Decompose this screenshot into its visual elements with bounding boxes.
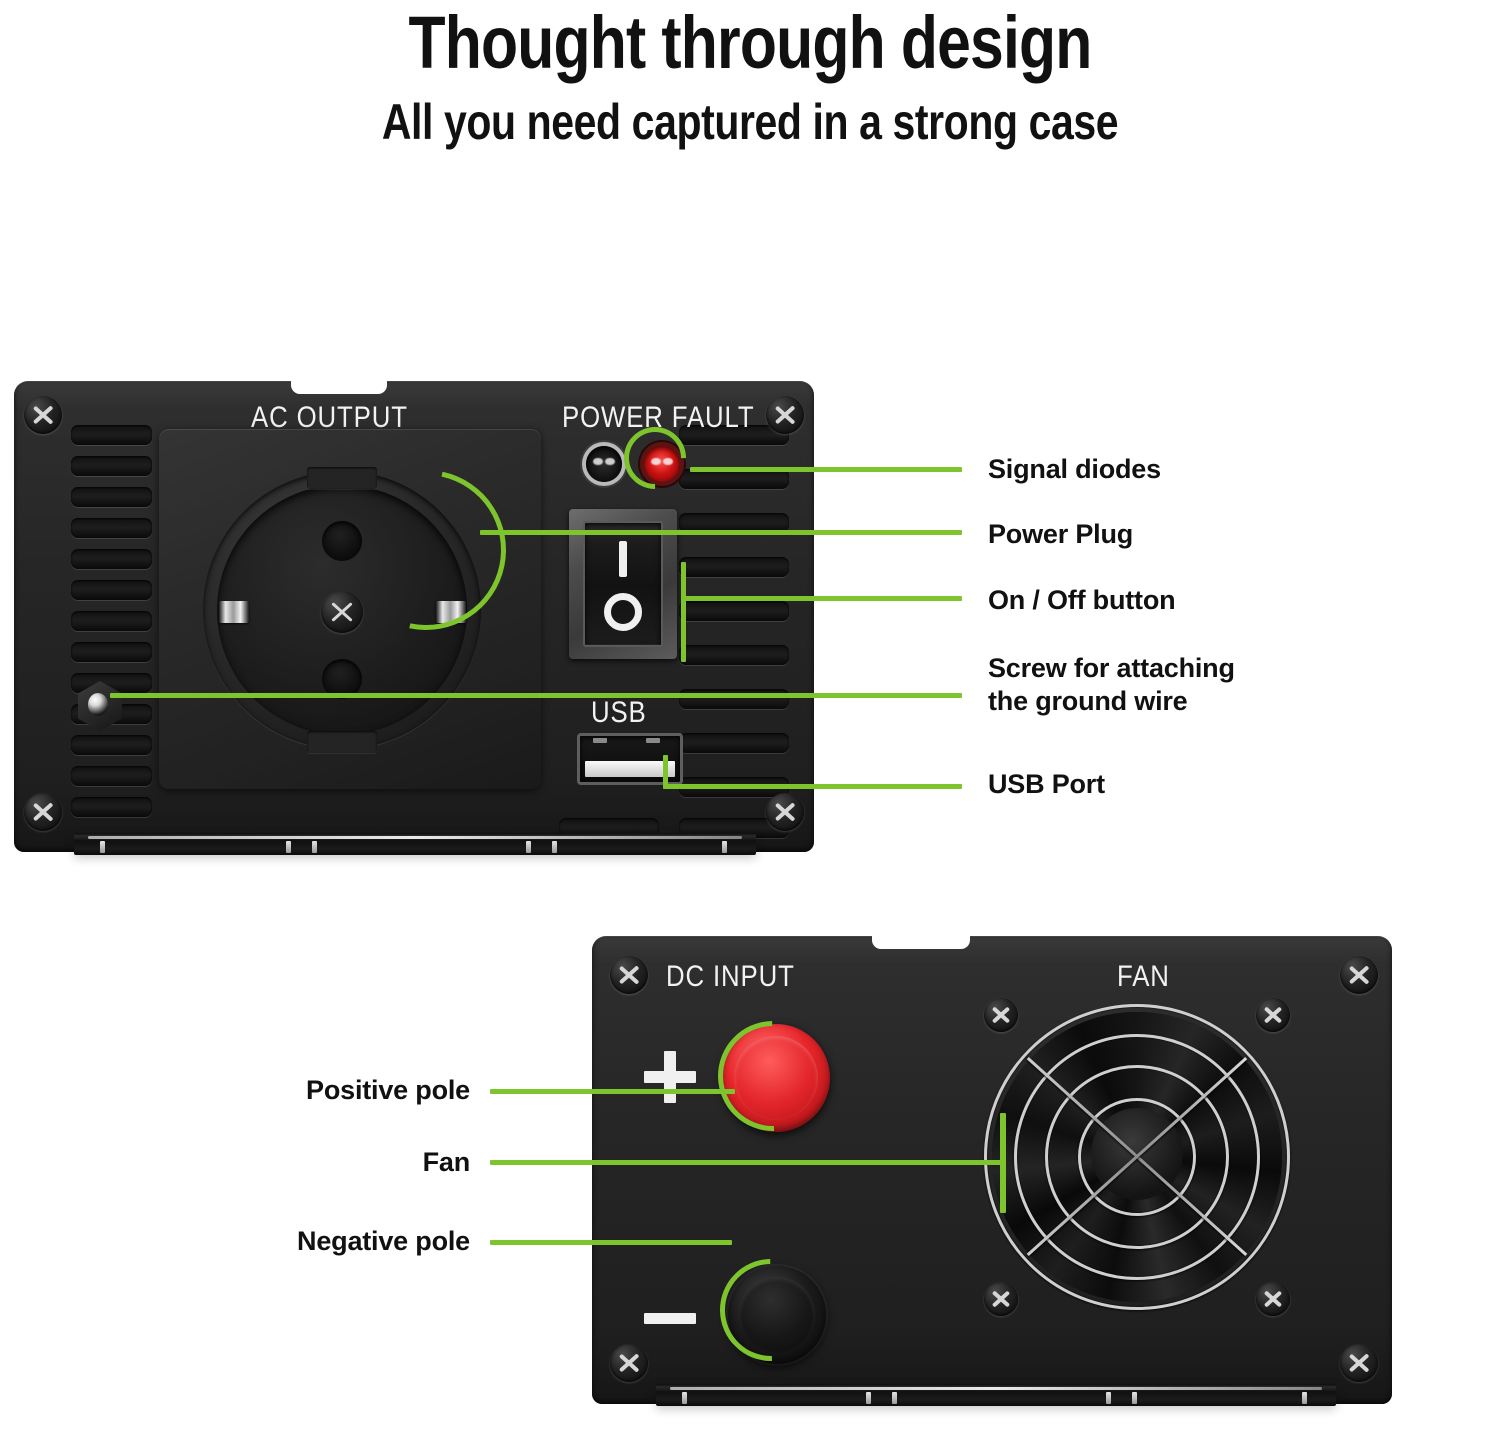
power-led-indicator (586, 446, 622, 482)
silk-label-power-fault: POWER FAULT (562, 401, 755, 434)
front-case-top-notch (291, 380, 387, 394)
fan-mount-screw (984, 1282, 1018, 1316)
vent-slot (679, 733, 789, 753)
negative-symbol (644, 1313, 696, 1324)
callout-ground-screw: Screw for attaching the ground wire (988, 653, 1235, 716)
silk-label-ac-output: AC OUTPUT (251, 401, 408, 434)
case-screw (766, 396, 804, 434)
silk-label-dc-input: DC INPUT (666, 960, 795, 993)
vent-slot (71, 425, 152, 445)
page-title: Thought through design (408, 1, 1093, 84)
leader-line-signal-diodes (690, 467, 962, 472)
case-screw (1340, 956, 1378, 994)
callout-usb-port: USB Port (988, 769, 1105, 799)
heading-block: Thought through design All you need capt… (0, 0, 1500, 152)
vent-slot (71, 580, 152, 600)
vent-slot (679, 645, 789, 665)
vent-slot (71, 735, 152, 755)
vent-slot (71, 797, 152, 817)
ac-outlet-plate (159, 429, 541, 789)
vent-slot (679, 557, 789, 577)
silk-label-fan: FAN (1117, 960, 1170, 993)
ac-outlet-pin-hole-top (322, 521, 362, 561)
vent-slot (679, 601, 789, 621)
callout-negative-pole: Negative pole (297, 1226, 470, 1256)
usb-tongue (585, 761, 675, 777)
leader-vertical-on-off (681, 562, 686, 662)
ac-outlet-side-contact-right (436, 601, 466, 623)
callout-on-off-button: On / Off button (988, 585, 1176, 615)
fan-mount-screw (1256, 1282, 1290, 1316)
vent-slot (71, 611, 152, 631)
vent-slot (679, 469, 789, 489)
callout-positive-pole: Positive pole (306, 1075, 470, 1105)
fan-grille-ring (1078, 1098, 1196, 1216)
leader-line-fan (490, 1160, 1006, 1165)
fault-led-indicator (644, 446, 680, 482)
vent-slot (71, 642, 152, 662)
ac-outlet-side-contact-left (219, 601, 249, 623)
case-screw (766, 793, 804, 831)
page-subtitle: All you need captured in a strong case (381, 94, 1119, 150)
leader-line-negative-pole (490, 1240, 732, 1245)
case-screw (1340, 1344, 1378, 1382)
fan-mount-screw (1256, 998, 1290, 1032)
back-case-top-notch (872, 935, 970, 949)
vent-slot (679, 689, 789, 709)
vent-slot (71, 487, 152, 507)
silk-label-usb: USB (591, 696, 647, 729)
front-case-base (74, 833, 756, 855)
callout-power-plug: Power Plug (988, 519, 1134, 549)
ac-outlet-center-screw (321, 591, 363, 633)
vent-slot (71, 456, 152, 476)
callout-signal-diodes: Signal diodes (988, 454, 1161, 484)
vent-slot (679, 425, 789, 445)
ac-outlet-pin-hole-bottom (322, 659, 362, 699)
vent-slot (71, 766, 152, 786)
leader-line-power-plug (480, 530, 962, 535)
switch-on-marking (619, 541, 627, 577)
fan-grille-ring (984, 1004, 1290, 1310)
power-switch-face[interactable] (583, 521, 663, 647)
fan-mount-screw (984, 998, 1018, 1032)
dc-positive-terminal[interactable] (722, 1024, 830, 1132)
back-case-base (656, 1384, 1336, 1406)
case-screw (24, 793, 62, 831)
leader-line-positive-pole (490, 1089, 735, 1094)
vent-slot (71, 518, 152, 538)
switch-off-marking (604, 593, 642, 631)
positive-symbol-vertical (664, 1051, 676, 1103)
fan-grille-ring (1045, 1065, 1229, 1249)
leader-line-on-off (681, 596, 962, 601)
leader-line-ground-screw (110, 693, 962, 698)
callout-fan: Fan (422, 1147, 471, 1177)
inverter-back-panel: DC INPUT FAN (592, 935, 1392, 1406)
fan-grille-ring (1014, 1034, 1260, 1280)
case-screw (610, 956, 648, 994)
ac-outlet-earth-tab-bottom (307, 731, 377, 753)
case-screw (610, 1344, 648, 1382)
dc-negative-terminal[interactable] (728, 1266, 826, 1364)
vent-slot (71, 549, 152, 569)
ac-outlet-earth-tab-top (307, 467, 377, 489)
vent-slot (679, 513, 789, 533)
leader-vertical-usb (663, 755, 668, 789)
case-screw (24, 396, 62, 434)
leader-line-usb (663, 784, 962, 789)
